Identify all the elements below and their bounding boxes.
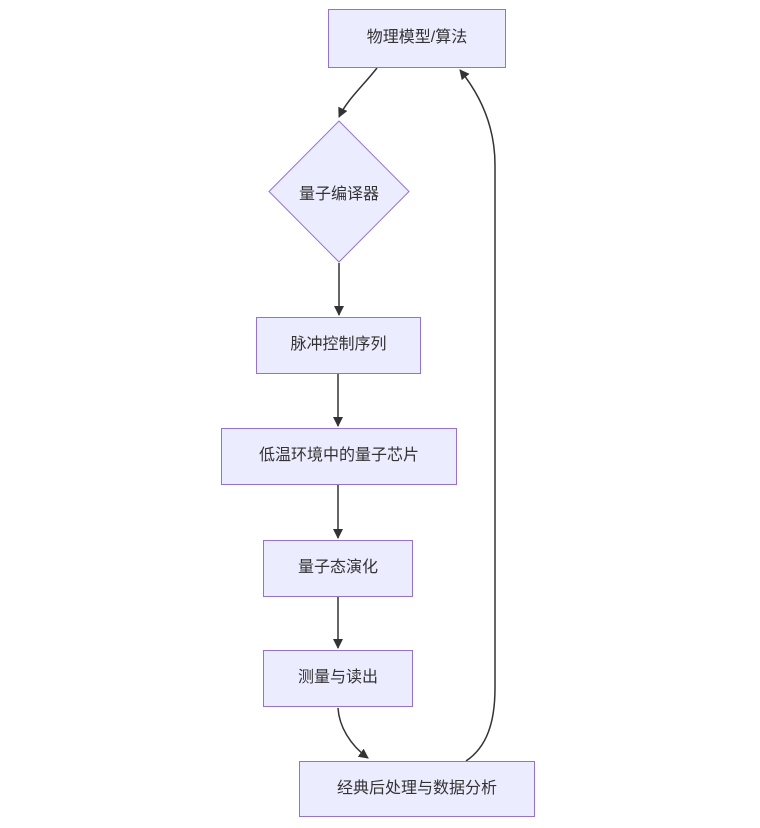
node-measure-label: 测量与读出 (297, 669, 378, 687)
edge-model-to-compiler (338, 67, 378, 118)
node-pulse: 脉冲控制序列 (256, 317, 421, 374)
node-evolution-label: 量子态演化 (297, 559, 378, 577)
node-postprocess: 经典后处理与数据分析 (299, 761, 535, 817)
node-measure: 测量与读出 (263, 650, 413, 707)
node-compiler-label: 量子编译器 (298, 185, 379, 203)
node-pulse-label: 脉冲控制序列 (290, 336, 387, 354)
edge-measure-to-postprocess (337, 707, 369, 759)
node-postprocess-label: 经典后处理与数据分析 (336, 779, 497, 797)
node-model-label: 物理模型/算法 (366, 29, 468, 47)
node-chip-label: 低温环境中的量子芯片 (258, 447, 419, 465)
node-evolution: 量子态演化 (263, 540, 413, 597)
node-model: 物理模型/算法 (328, 9, 506, 68)
diamond-shape (268, 120, 410, 263)
node-chip: 低温环境中的量子芯片 (221, 428, 457, 485)
node-compiler: 量子编译器 (268, 120, 410, 263)
edge-postprocess-to-model-feedback (459, 69, 496, 762)
